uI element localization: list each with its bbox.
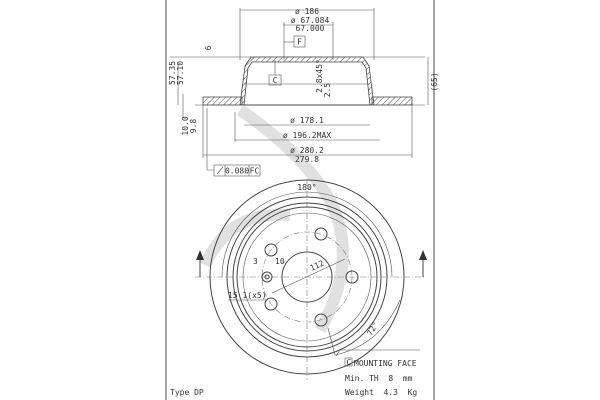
hole-dia: 10 <box>275 257 285 266</box>
face-view <box>195 179 427 380</box>
bolt-hole <box>314 227 328 241</box>
min-thickness: Min. TH 8 mm <box>345 374 413 383</box>
height-min: 57.10 <box>176 61 185 85</box>
bolt-hole <box>345 270 359 284</box>
flange-right <box>371 96 413 106</box>
dia-bore-min: 67.000 <box>296 24 325 33</box>
dia-hat-outer: ø 186 <box>295 7 319 16</box>
runout-tolerance-box <box>213 164 261 177</box>
runout-datum: FC <box>250 167 260 176</box>
height-ref: (65) <box>430 72 439 91</box>
disc-thickness-max: 10.0 <box>181 116 190 135</box>
angle-72: 72° <box>365 320 380 337</box>
dia-outer-max: ø 280.2 <box>290 146 324 155</box>
dia-inner: ø 178.1 <box>290 116 324 125</box>
flange-left <box>202 96 243 106</box>
section-view <box>170 8 429 177</box>
chamfer-depth: 2.5 <box>323 83 332 98</box>
dia-bore-max: ø 67.084 <box>291 16 330 25</box>
hat-section <box>239 56 375 106</box>
dia-outer-min: 279.8 <box>295 155 319 164</box>
datum-f-box <box>293 35 306 48</box>
bolt-hole <box>314 313 328 327</box>
bolt-hole <box>264 297 278 311</box>
mounting-face-datum: C <box>347 358 352 367</box>
runout-tolerance: 0.080 <box>225 167 249 176</box>
angle-180: 180° <box>297 183 316 192</box>
locating-hole <box>261 271 273 283</box>
disc-thickness-min: 9.8 <box>189 119 198 134</box>
datum-f: F <box>297 38 302 47</box>
pcd: 112 <box>308 259 325 273</box>
drawing-frame <box>165 0 435 400</box>
hole-small: 3 <box>253 257 258 266</box>
type-label: Type DP <box>170 388 204 397</box>
bolt-hole <box>264 243 278 257</box>
hat-thickness: 6 <box>204 45 213 50</box>
datum-c-box <box>268 74 282 86</box>
bolt-holes: 15.1(x5) <box>228 291 267 300</box>
height-max: 57.35 <box>168 61 177 85</box>
mounting-face-datum-box <box>344 357 353 367</box>
chamfer: 2.8x45° <box>315 59 324 93</box>
runout-icon <box>216 166 224 175</box>
datum-c: C <box>273 76 278 85</box>
mounting-face-label: MOUNTING FACE <box>354 359 417 368</box>
dia-friction-max: ø 196.2MAX <box>283 131 331 140</box>
weight: Weight 4.3 Kg <box>345 388 417 397</box>
